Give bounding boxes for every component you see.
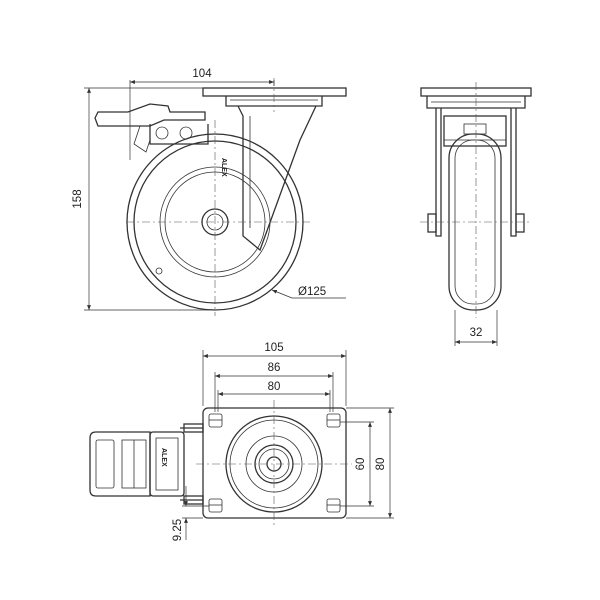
dim-label-diameter: Ø125 — [298, 286, 326, 298]
dim-label-104: 104 — [192, 68, 212, 80]
dimension-80-horizontal: 80 — [217, 381, 331, 412]
dim-label-60: 60 — [355, 458, 367, 471]
brand-label-side: ALEX — [220, 158, 227, 177]
top-view: ALEX — [89, 400, 352, 526]
dimension-105: 105 — [202, 342, 347, 406]
dimension-80-vertical: 80 — [346, 407, 394, 519]
front-view — [420, 82, 532, 318]
dim-label-80-vertical: 80 — [375, 458, 387, 471]
dim-label-80-horizontal: 80 — [268, 381, 281, 393]
dimension-104: 104 — [129, 68, 275, 160]
dimension-158: 158 — [72, 87, 215, 311]
dim-label-86: 86 — [268, 362, 281, 374]
dim-label-32: 32 — [470, 327, 483, 339]
side-view: ALEX — [94, 78, 347, 316]
brand-label-top: ALEX — [160, 448, 167, 467]
dim-label-9-25: 9.25 — [172, 519, 184, 541]
dimension-60: 60 — [340, 421, 374, 507]
dim-label-158: 158 — [72, 189, 84, 208]
dimension-32: 32 — [454, 310, 498, 346]
dim-label-105: 105 — [264, 342, 283, 354]
dimension-diameter: Ø125 — [271, 286, 346, 299]
dimension-86: 86 — [214, 362, 334, 412]
dimension-9-25: 9.25 — [172, 486, 209, 541]
